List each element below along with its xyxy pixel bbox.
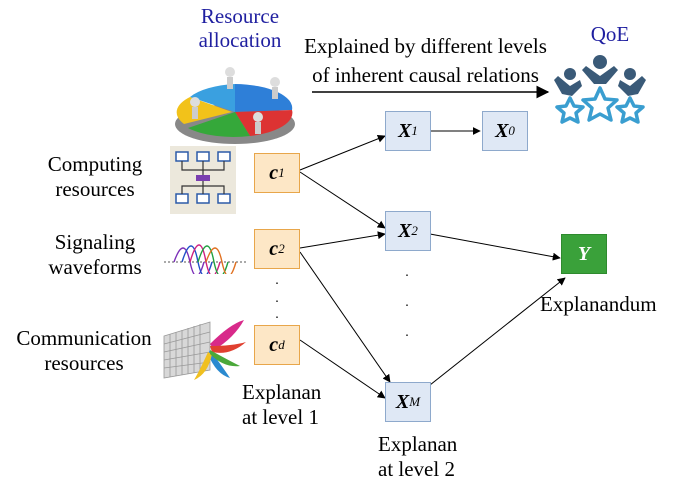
resource-allocation-title: Resource allocation (198, 4, 282, 53)
arrow-c1-x2 (299, 171, 386, 229)
communication-resources-label: Communication resources (16, 326, 152, 376)
ellipsis-dot: . (275, 307, 279, 322)
communication-grid-icon (163, 320, 246, 380)
arrow-xm-y (429, 277, 566, 386)
ellipsis-dot: . (275, 273, 279, 288)
explanan-level-1-caption: Explanan at level 1 (242, 380, 322, 430)
explanandum-caption: Explanandum (540, 292, 657, 316)
arrow-c2-xm (299, 251, 391, 383)
ellipsis-dot: . (275, 291, 279, 306)
computing-resources-label: Computing resources (47, 152, 143, 202)
ellipsis-dot: . (405, 265, 409, 280)
computing-network-icon (170, 146, 236, 214)
explained-line-1: Explained by different levels (304, 34, 547, 58)
explained-line-2: of inherent causal relations (312, 63, 539, 87)
waveform-icon (164, 244, 248, 274)
node-y: Y (561, 234, 607, 274)
ellipsis-dot: . (405, 295, 409, 310)
arrow-c2-x2 (299, 231, 386, 249)
signaling-waveforms-label: Signaling waveforms (48, 230, 142, 280)
pie-chart-icon (175, 67, 295, 144)
ellipsis-dot: . (405, 325, 409, 340)
explanan-level-2-caption: Explanan at level 2 (378, 432, 458, 482)
arrow-c1-x1 (299, 134, 386, 171)
arrow-x2-y (429, 233, 561, 261)
qoe-label: QoE (590, 22, 630, 46)
arrow-cd-xm (299, 339, 386, 399)
qoe-people-icon (554, 55, 646, 124)
